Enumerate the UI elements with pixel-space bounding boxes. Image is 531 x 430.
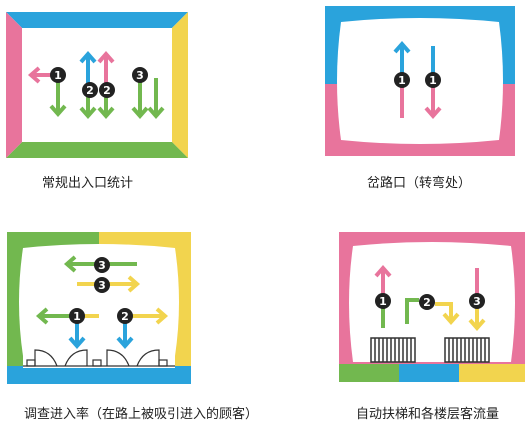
svg-text:3: 3 — [98, 279, 106, 292]
svg-text:2: 2 — [423, 296, 431, 309]
panel-escalator-floor-frame: 1 2 3 — [339, 232, 525, 382]
svg-text:3: 3 — [98, 259, 106, 272]
p4-badge-2: 2 — [419, 294, 435, 310]
p2-arrow-blue-up — [393, 40, 411, 76]
svg-text:3: 3 — [473, 295, 481, 308]
p3-badge-1: 1 — [69, 308, 85, 324]
p4-arrow-pink-down — [468, 268, 486, 332]
p3-arrow-green-left-2 — [35, 307, 73, 325]
svg-text:3: 3 — [136, 69, 144, 82]
p1-badge-2b: 2 — [99, 82, 115, 98]
caption-entry-rate: 调查进入率（在路上被吸引进入的顾客） — [24, 407, 259, 422]
caption-normal-entrance: 常规出入口统计 — [42, 176, 134, 191]
p3-badge-2: 2 — [117, 308, 133, 324]
p4-arrow-pink-up — [374, 264, 392, 296]
caption-escalator-floor: 自动扶梯和各楼层客流量 — [356, 407, 500, 422]
p1-arrow-green-down-5 — [147, 78, 165, 120]
p3-arrow-blue-down — [68, 322, 86, 350]
p3-badge-3b: 3 — [94, 277, 110, 293]
panel-fork-crossing-frame: 1 1 — [325, 6, 515, 156]
svg-text:1: 1 — [73, 310, 81, 323]
svg-text:2: 2 — [103, 84, 111, 97]
p1-arrow-green-down-4 — [131, 80, 149, 120]
p4-escalator-gate-left — [370, 337, 416, 363]
svg-text:1: 1 — [429, 74, 437, 87]
svg-text:2: 2 — [121, 310, 129, 323]
p4-escalator-gate-right — [444, 337, 490, 363]
p2-badge-1a: 1 — [394, 72, 410, 88]
panel-normal-entrance-frame: 1 2 2 — [6, 12, 188, 158]
p1-arrow-green-down-1 — [49, 80, 67, 118]
p2-badge-1b: 1 — [425, 72, 441, 88]
p4-badge-3: 3 — [469, 293, 485, 309]
panel-fork-crossing: 1 1 — [325, 6, 515, 156]
svg-text:1: 1 — [398, 74, 406, 87]
p1-badge-2a: 2 — [82, 82, 98, 98]
panel-entry-rate: 3 3 1 — [7, 232, 191, 384]
p3-badge-3a: 3 — [94, 257, 110, 273]
p4-badge-1: 1 — [375, 293, 391, 309]
p1-badge-3: 3 — [132, 67, 148, 83]
svg-text:1: 1 — [379, 295, 387, 308]
caption-fork-crossing: 岔路口（转弯处） — [367, 176, 472, 191]
p3-arrow-blue-down-2 — [116, 322, 134, 350]
panel-escalator-floor: 1 2 3 — [339, 232, 525, 382]
svg-text:1: 1 — [54, 69, 62, 82]
svg-text:2: 2 — [86, 84, 94, 97]
panel-entry-rate-frame: 3 3 1 — [7, 232, 191, 384]
p1-badge-1: 1 — [50, 67, 66, 83]
panel-normal-entrance: 1 2 2 — [6, 12, 188, 158]
p3-doors — [23, 349, 175, 367]
p4-arrow-green-path — [405, 298, 460, 326]
p3-arrow-yellow-right-3 — [129, 307, 169, 325]
